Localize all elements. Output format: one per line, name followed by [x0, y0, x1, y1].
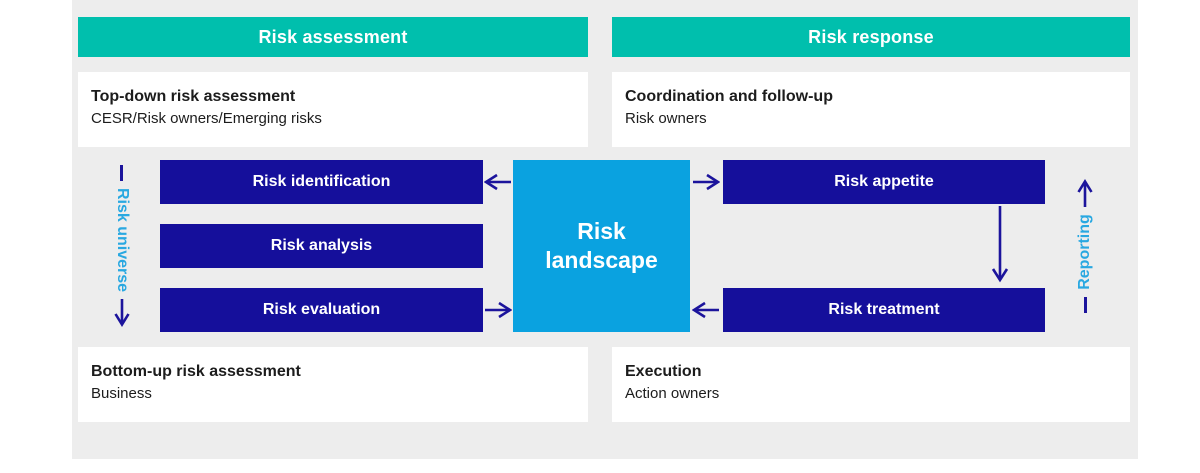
risk-landscape-line2: landscape — [545, 247, 658, 273]
risk-treatment-box: Risk treatment — [723, 288, 1045, 332]
arrow-treatment-to-landscape-icon — [692, 301, 720, 319]
execution-title: Execution — [625, 363, 702, 380]
risk-assessment-header: Risk assessment — [78, 17, 588, 57]
reporting-arrow-icon — [1077, 179, 1093, 208]
arrow-appetite-to-treatment-icon — [991, 205, 1009, 285]
risk-appetite-box: Risk appetite — [723, 160, 1045, 204]
risk-identification-label: Risk identification — [252, 173, 391, 190]
top-down-assessment-title: Top-down risk assessment — [91, 88, 296, 105]
execution-box: Execution Action owners — [612, 347, 1130, 422]
risk-universe-dash-icon — [120, 164, 124, 181]
risk-universe-label-text: Risk universe — [114, 187, 131, 293]
arrow-landscape-to-appetite-icon — [692, 173, 720, 191]
arrow-landscape-to-identification-icon — [484, 173, 512, 191]
top-down-assessment-subtitle: CESR/Risk owners/Emerging risks — [91, 110, 322, 127]
risk-analysis-box: Risk analysis — [160, 224, 483, 268]
reporting-dash-icon — [1083, 296, 1087, 313]
arrow-evaluation-to-landscape-icon — [484, 301, 512, 319]
risk-analysis-label: Risk analysis — [270, 237, 373, 254]
coordination-title: Coordination and follow-up — [625, 88, 833, 105]
risk-treatment-label: Risk treatment — [828, 301, 940, 318]
risk-response-header-label: Risk response — [808, 26, 934, 47]
risk-identification-box: Risk identification — [160, 160, 483, 204]
risk-appetite-label: Risk appetite — [834, 173, 934, 190]
bottom-up-assessment-title: Bottom-up risk assessment — [91, 363, 301, 380]
reporting-label-text: Reporting — [1076, 214, 1093, 290]
coordination-box: Coordination and follow-up Risk owners — [612, 72, 1130, 147]
risk-evaluation-box: Risk evaluation — [160, 288, 483, 332]
risk-universe-arrow-icon — [114, 299, 130, 328]
risk-universe-label: Risk universe — [102, 158, 142, 334]
risk-response-header: Risk response — [612, 17, 1130, 57]
bottom-up-assessment-box: Bottom-up risk assessment Business — [78, 347, 588, 422]
risk-landscape-line1: Risk — [577, 218, 626, 244]
coordination-subtitle: Risk owners — [625, 110, 707, 127]
top-down-assessment-box: Top-down risk assessment CESR/Risk owner… — [78, 72, 588, 147]
risk-assessment-header-label: Risk assessment — [258, 26, 408, 47]
risk-landscape-box: Risk landscape — [513, 160, 690, 332]
bottom-up-assessment-subtitle: Business — [91, 385, 152, 402]
reporting-label: Reporting — [1065, 158, 1105, 334]
risk-evaluation-label: Risk evaluation — [262, 301, 381, 318]
execution-subtitle: Action owners — [625, 385, 720, 402]
